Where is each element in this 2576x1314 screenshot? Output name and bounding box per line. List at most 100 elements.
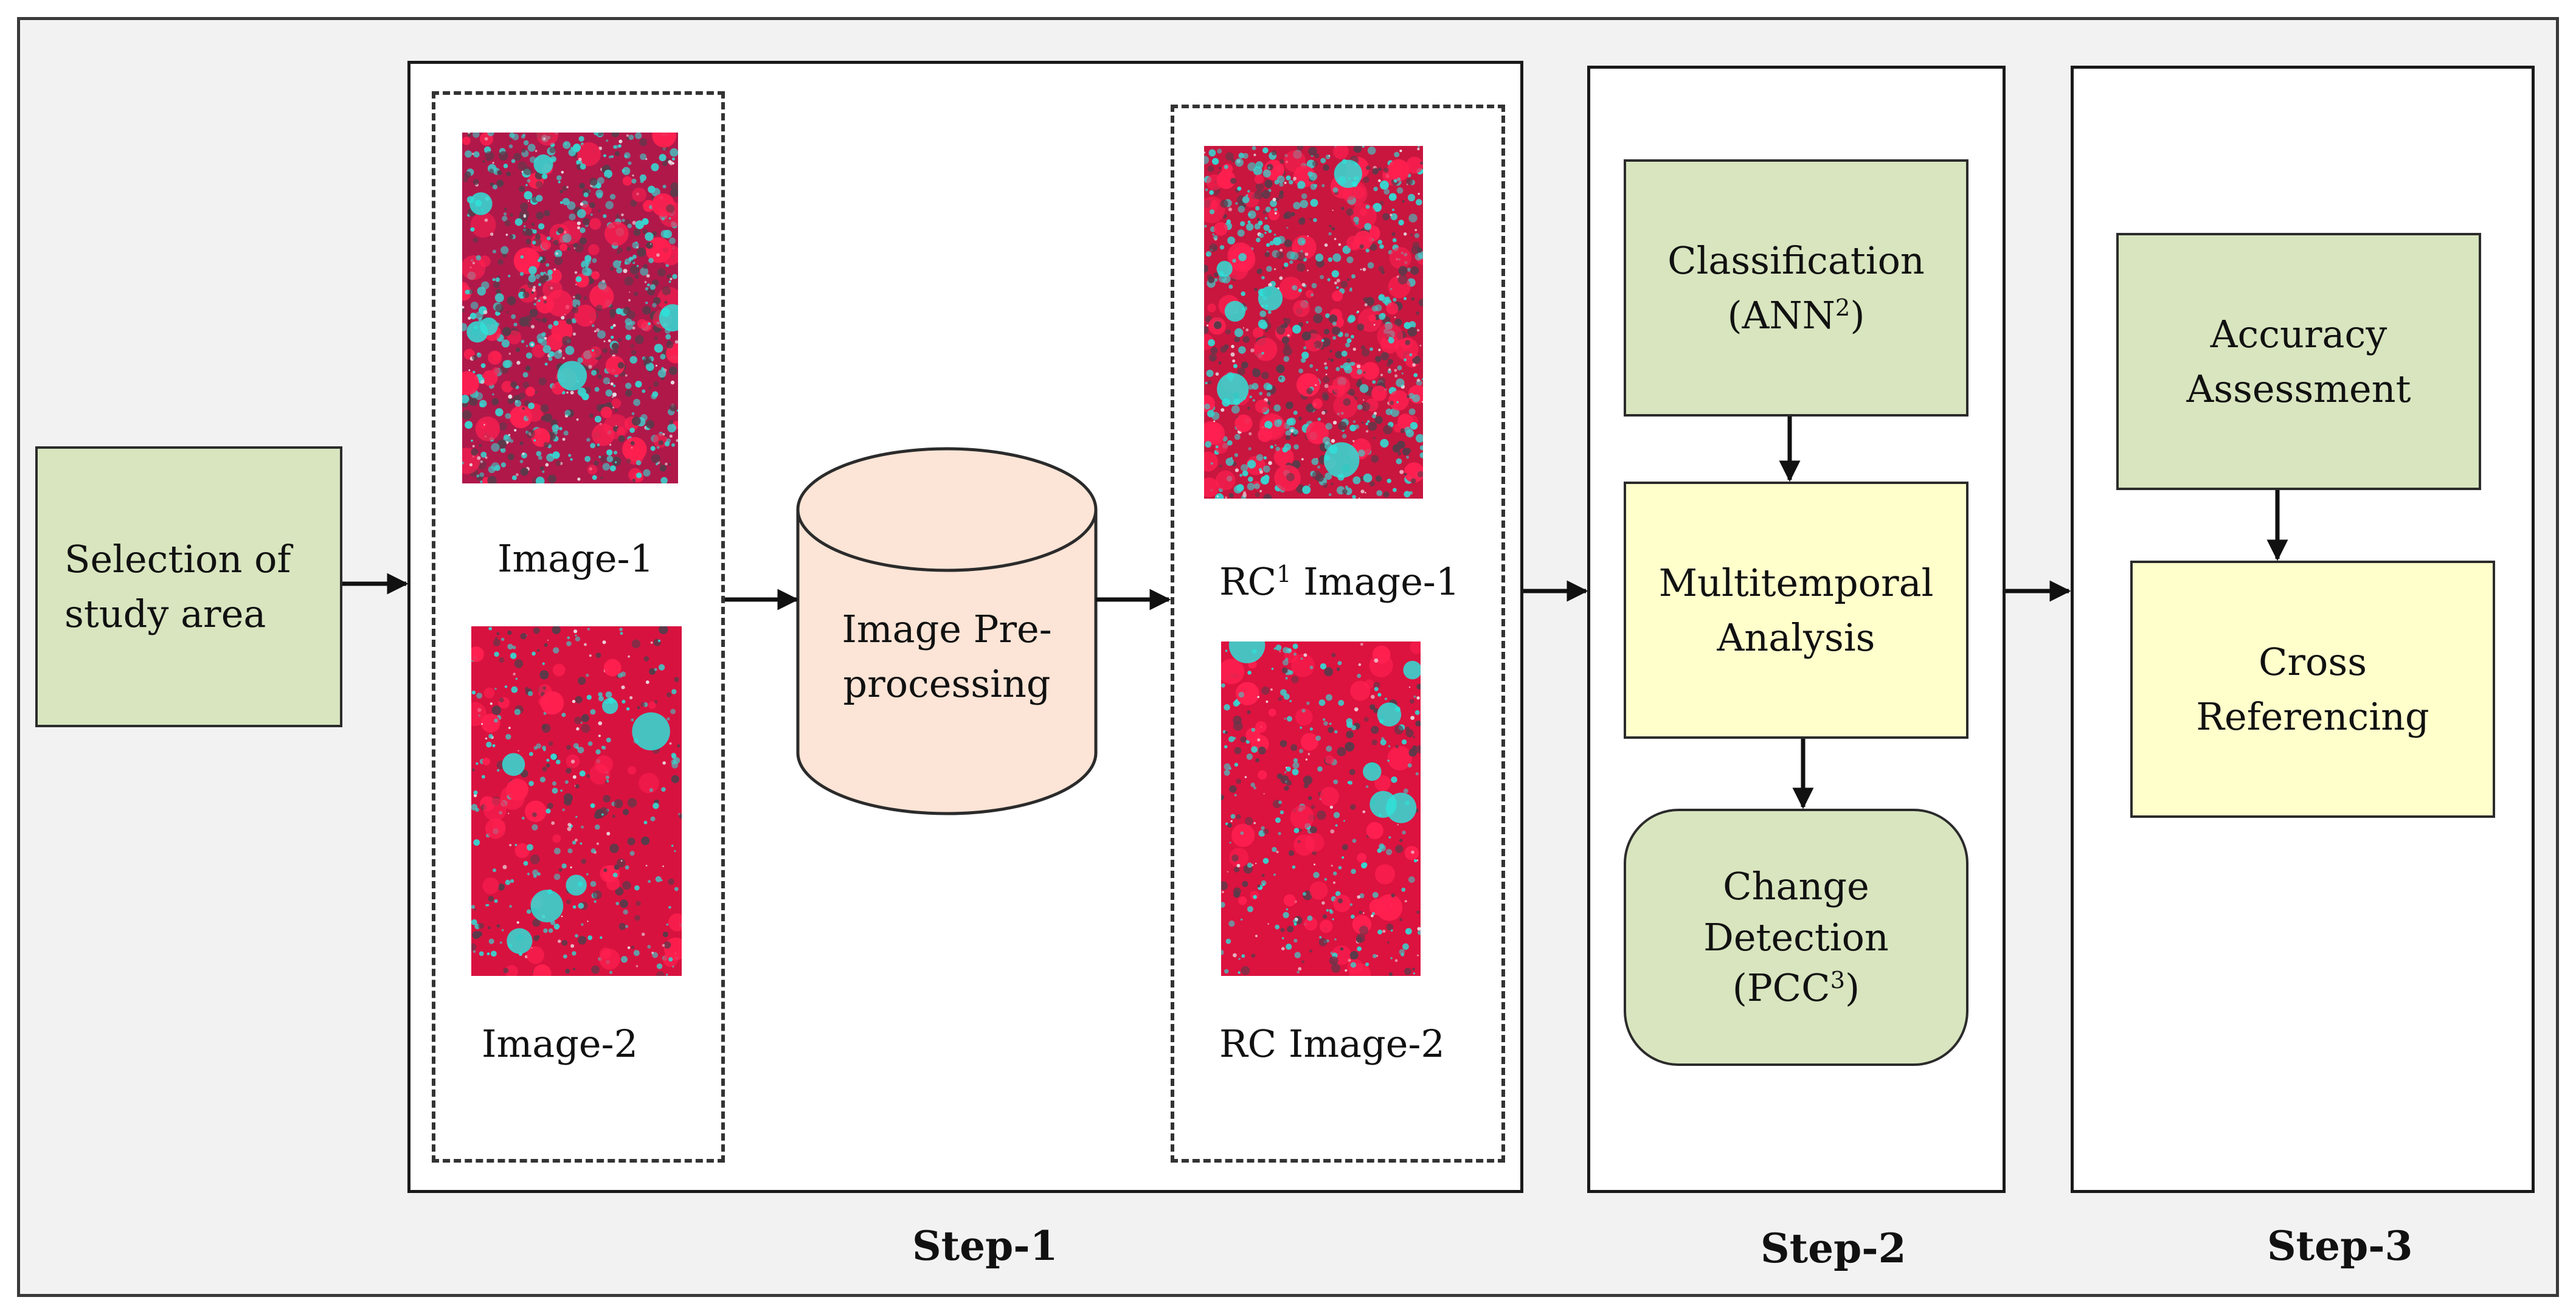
satellite-speckle (612, 392, 617, 397)
satellite-speckle (1286, 418, 1293, 426)
satellite-speckle (659, 462, 662, 465)
satellite-speckle (586, 873, 589, 876)
satellite-speckle (581, 859, 587, 864)
satellite-speckle (1232, 258, 1236, 263)
satellite-speckle (655, 876, 662, 882)
satellite-speckle (1354, 707, 1359, 711)
satellite-speckle (1413, 859, 1418, 863)
satellite-speckle (1409, 491, 1413, 495)
satellite-speckle (1324, 366, 1328, 370)
satellite-speckle (609, 313, 615, 319)
satellite-speckle (559, 201, 563, 204)
satellite-speckle (591, 271, 600, 280)
satellite-speckle (1283, 347, 1292, 356)
satellite-speckle (1322, 394, 1329, 401)
satellite-speckle (506, 311, 510, 314)
satellite-speckle (465, 150, 473, 158)
satellite-speckle (1298, 967, 1302, 971)
satellite-speckle (1279, 159, 1284, 164)
satellite-speckle (514, 843, 518, 846)
satellite-speckle (1324, 384, 1329, 389)
satellite-speckle (548, 356, 553, 361)
satellite-speckle (1266, 266, 1272, 272)
satellite-speckle (1371, 455, 1379, 463)
satellite-speckle (1206, 370, 1214, 377)
satellite-speckle (592, 258, 597, 263)
satellite-speckle (631, 417, 641, 426)
satellite-speckle (1278, 697, 1283, 701)
satellite-speckle (594, 812, 601, 819)
satellite-speckle (1284, 182, 1287, 184)
satellite-speckle (1312, 161, 1318, 167)
satellite-speckle (551, 821, 555, 825)
satellite-speckle (1204, 196, 1225, 224)
satellite-speckle (1329, 805, 1334, 809)
satellite-speckle (554, 848, 561, 855)
satellite-speckle (1332, 209, 1334, 211)
satellite-speckle (527, 179, 530, 183)
satellite-speckle (1238, 896, 1247, 905)
satellite-speckle (576, 209, 586, 218)
satellite-speckle (574, 271, 578, 274)
satellite-speckle (1268, 209, 1280, 221)
satellite-speckle (476, 762, 479, 765)
satellite-speckle (510, 213, 513, 216)
satellite-speckle (598, 721, 603, 725)
satellite-speckle (511, 159, 516, 164)
satellite-speckle (1241, 954, 1245, 958)
satellite-speckle (645, 287, 649, 291)
satellite-speckle (625, 334, 631, 341)
satellite-speckle (672, 157, 675, 161)
satellite-speckle (1343, 187, 1357, 201)
satellite-speckle (1311, 458, 1319, 465)
satellite-speckle (1347, 316, 1354, 323)
satellite-speckle (1324, 362, 1327, 365)
satellite-speckle (1276, 773, 1283, 780)
satellite-speckle (1228, 920, 1235, 927)
satellite-speckle (1396, 401, 1399, 404)
satellite-speckle (542, 279, 563, 300)
satellite-speckle (671, 775, 680, 783)
satellite-speckle (605, 389, 613, 397)
satellite-speckle (580, 202, 584, 206)
satellite-speckle (1279, 182, 1284, 187)
satellite-speckle (1408, 686, 1411, 688)
satellite-speckle (492, 367, 500, 375)
satellite-speckle (566, 641, 572, 646)
satellite-speckle (1252, 146, 1256, 150)
satellite-speckle (1390, 213, 1397, 221)
rc-image1-label: RC1 Image-1 (1219, 559, 1460, 604)
satellite-speckle (1263, 494, 1272, 499)
satellite-speckle (1388, 745, 1391, 748)
satellite-speckle (496, 632, 500, 635)
satellite-speckle (1261, 372, 1269, 379)
satellite-speckle (1292, 762, 1300, 769)
satellite-speckle (1279, 276, 1283, 280)
satellite-speckle (629, 696, 633, 700)
satellite-speckle (561, 171, 564, 174)
satellite-speckle (1255, 862, 1257, 865)
cross-line2: Referencing (2196, 694, 2429, 739)
satellite-speckle (1230, 352, 1235, 357)
satellite-speckle (1213, 235, 1218, 240)
satellite-speckle (1371, 386, 1387, 401)
satellite-speckle (1297, 263, 1306, 272)
satellite-speckle (1410, 641, 1421, 654)
satellite-speckle (615, 214, 620, 219)
satellite-speckle (1248, 447, 1252, 451)
satellite-speckle (462, 306, 465, 309)
satellite-speckle (469, 463, 473, 467)
satellite-speckle (525, 365, 531, 372)
satellite-speckle (1284, 771, 1287, 773)
satellite-speckle (1332, 326, 1341, 336)
satellite-speckle (541, 173, 548, 179)
satellite-speckle (1320, 275, 1324, 280)
satellite-speckle (1332, 871, 1337, 876)
satellite-speckle (1365, 430, 1369, 433)
satellite-speckle (1286, 435, 1290, 440)
satellite-speckle (566, 185, 569, 188)
satellite-speckle (1377, 693, 1382, 697)
satellite-speckle (479, 444, 482, 447)
satellite-speckle (632, 254, 637, 259)
satellite-speckle (465, 421, 473, 429)
